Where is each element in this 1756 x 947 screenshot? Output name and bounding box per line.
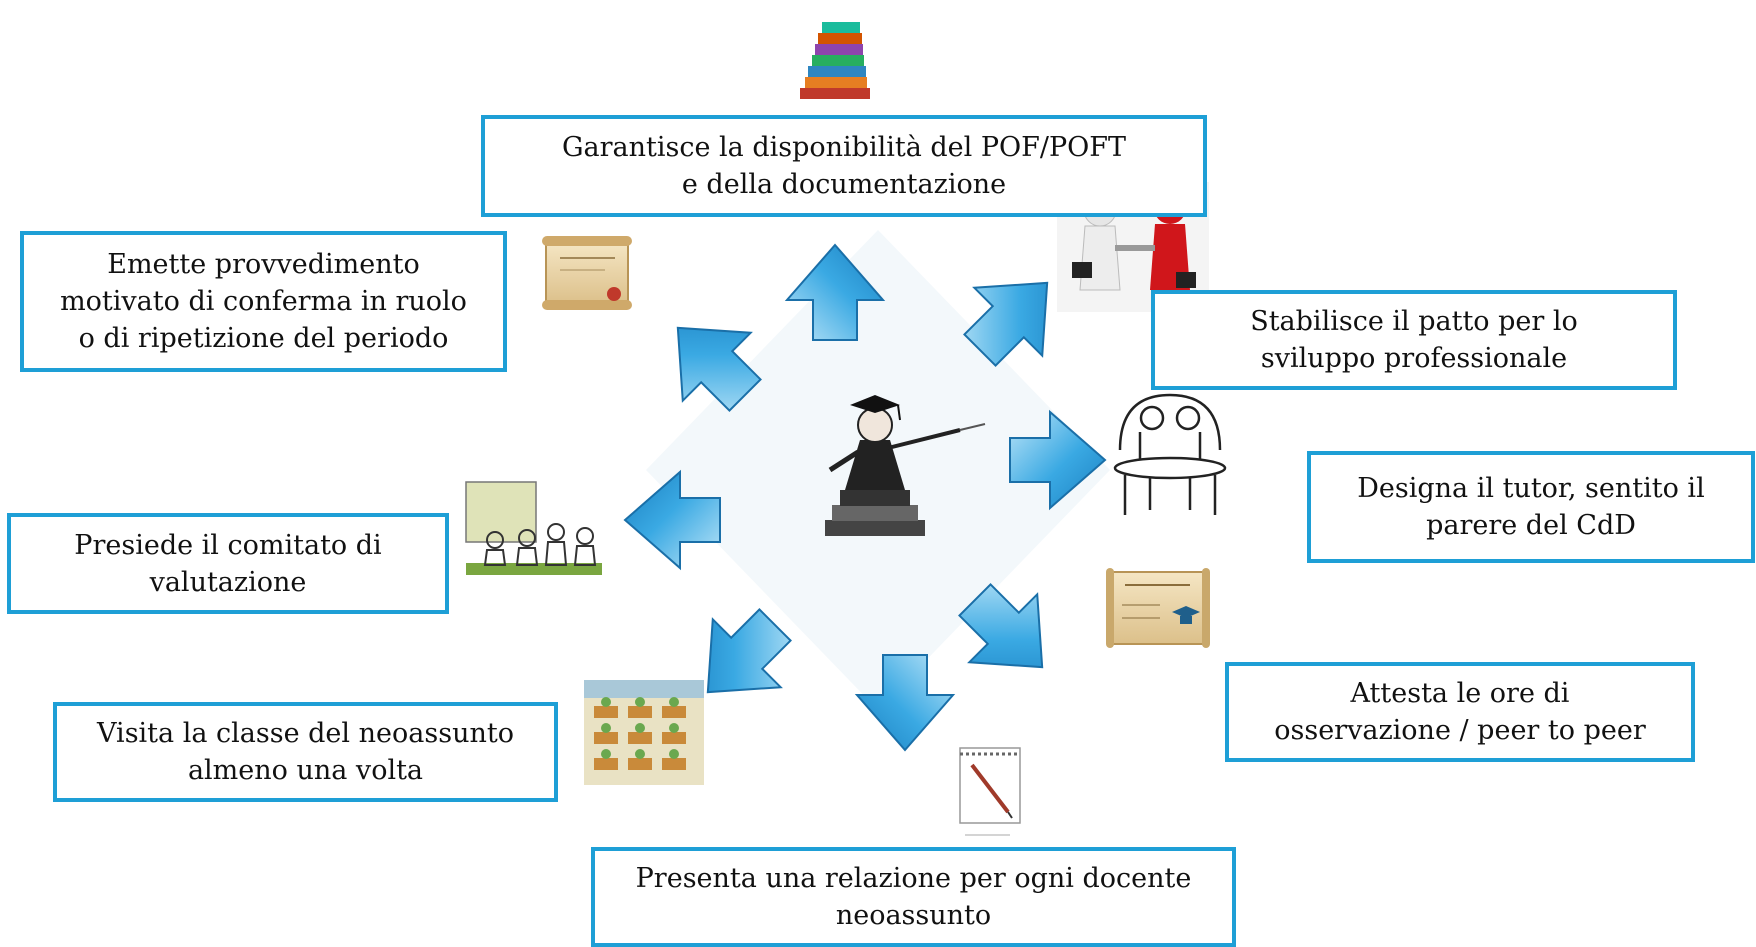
step-box-pof: Garantisce la disponibilità del POF/POFT… — [481, 115, 1207, 217]
step-box-provvedimento: Emette provvedimento motivato di conferm… — [20, 231, 507, 372]
step-text-visita: Visita la classe del neoassunto almeno u… — [97, 718, 514, 786]
step-text-provvedimento: Emette provvedimento motivato di conferm… — [60, 249, 467, 354]
step-text-patto: Stabilisce il patto per lo sviluppo prof… — [1250, 306, 1578, 374]
step-text-comitato: Presiede il comitato di valutazione — [74, 529, 382, 598]
step-box-tutor: Designa il tutor, sentito il parere del … — [1307, 451, 1755, 563]
step-text-tutor: Designa il tutor, sentito il parere del … — [1357, 473, 1705, 541]
step-box-ore: Attesta le ore di osservazione / peer to… — [1225, 662, 1695, 762]
classroom-icon — [584, 680, 704, 785]
books-stack-icon — [800, 22, 870, 99]
scroll-icon — [542, 236, 632, 310]
committee-icon — [465, 481, 602, 575]
step-text-pof: Garantisce la disponibilità del POF/POFT… — [561, 132, 1127, 200]
step-text-relazione: Presenta una relazione per ogni docente … — [635, 863, 1192, 931]
certificate-icon — [1106, 568, 1210, 648]
step-box-patto: Stabilisce il patto per lo sviluppo prof… — [1151, 290, 1677, 390]
notepad-icon — [959, 747, 1021, 836]
graduate-teacher-icon — [825, 395, 986, 536]
step-box-comitato: Presiede il comitato di valutazione — [7, 513, 449, 614]
meeting-table-icon — [1113, 393, 1227, 515]
step-text-ore: Attesta le ore di osservazione / peer to… — [1274, 678, 1646, 746]
step-box-visita: Visita la classe del neoassunto almeno u… — [53, 702, 558, 802]
step-box-relazione: Presenta una relazione per ogni docente … — [591, 847, 1236, 947]
